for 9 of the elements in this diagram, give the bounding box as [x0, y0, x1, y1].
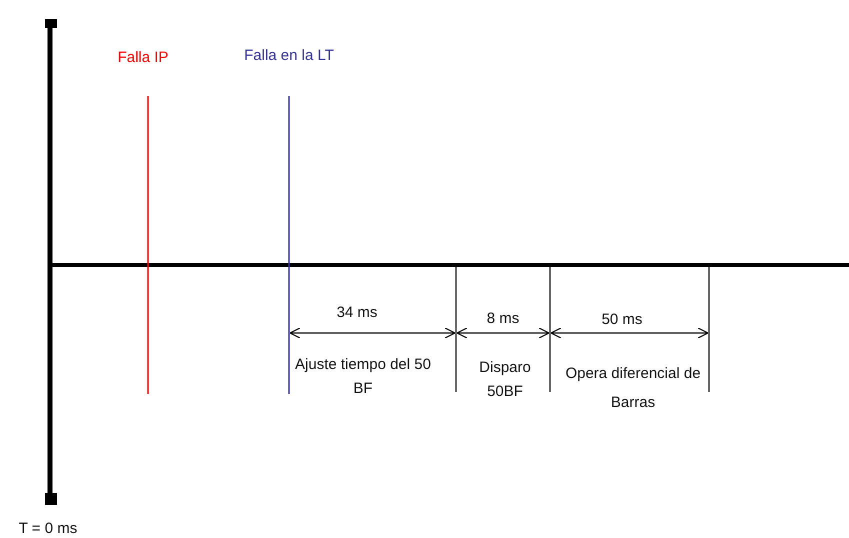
- duration-label: 50 ms: [602, 310, 642, 330]
- stage-label: Opera diferencial de Barras: [564, 364, 702, 413]
- event-label: Falla IP: [118, 48, 168, 68]
- stage-label: Ajuste tiempo del 50 BF: [294, 355, 432, 399]
- duration-label: 34 ms: [336, 303, 378, 323]
- stage-label: Disparo 50BF: [478, 358, 532, 402]
- duration-label: 8 ms: [486, 309, 520, 329]
- event-label: Falla en la LT: [244, 46, 334, 66]
- time-zero-label: T = 0 ms: [18, 519, 78, 538]
